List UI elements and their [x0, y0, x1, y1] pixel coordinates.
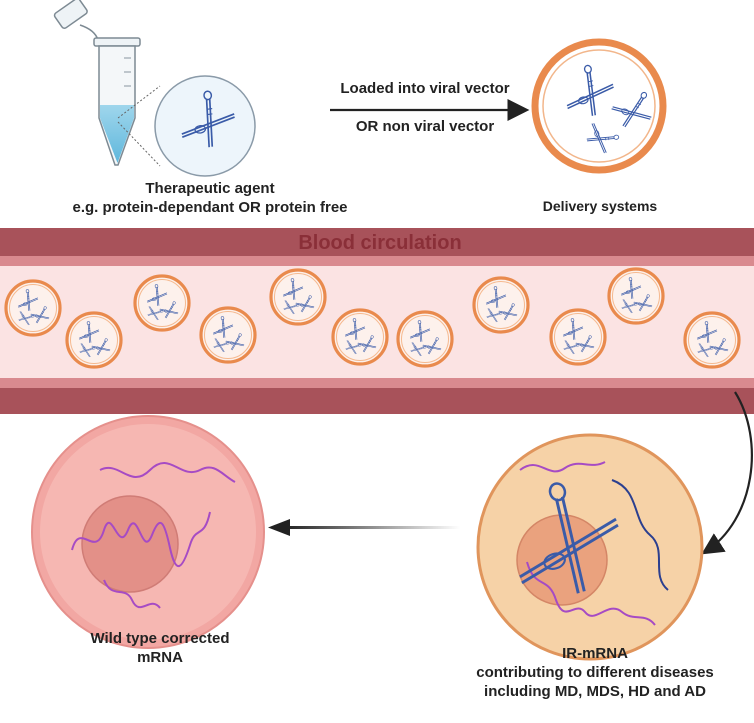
vesicle-icon: [135, 276, 189, 330]
delivery-vesicle: [531, 38, 667, 174]
zoom-circle: [154, 75, 256, 177]
vesicle-icon: [333, 310, 387, 364]
ir-mrna-line3: including MD, MDS, HD and AD: [484, 682, 706, 700]
vesicle-icon: [67, 313, 121, 367]
vesicle-icon: [398, 312, 452, 366]
wild-type-line2: mRNA: [137, 648, 183, 666]
vesicle-icon: [551, 310, 605, 364]
dark-strand: [611, 479, 669, 591]
ir-mrna-label: IR-mRNA contributing to different diseas…: [440, 645, 750, 701]
ir-mrna-line2: contributing to different diseases: [476, 663, 714, 681]
vesicle-icon: [201, 308, 255, 362]
ir-mrna-line1: IR-mRNA: [562, 645, 628, 662]
or-non-viral-label: OR non viral vector: [355, 118, 495, 135]
mrna-strand: [71, 511, 211, 567]
wild-type-line1: Wild type corrected: [90, 630, 230, 647]
arrow-left: [268, 519, 460, 536]
curved-arrow: [701, 391, 753, 555]
vesicle-icon: [685, 313, 739, 367]
ir-mrna-cell: [476, 433, 704, 661]
loaded-into-label: Loaded into viral vector: [340, 80, 510, 97]
delivery-systems-label: Delivery systems: [542, 198, 658, 214]
mrna-strand: [519, 461, 606, 473]
wild-type-cell: [31, 415, 265, 649]
therapeutic-agent-subtitle: e.g. protein-dependant OR protein free: [72, 198, 348, 216]
vesicle-icon: [609, 269, 663, 323]
vesicle-icon: [474, 278, 528, 332]
therapeutic-agent-label: Therapeutic agent e.g. protein-dependant…: [60, 180, 360, 218]
tube-icon: [53, 0, 141, 166]
zoom-lines: [117, 85, 161, 167]
therapeutic-agent-title: Therapeutic agent: [145, 180, 275, 197]
vesicle-icon: [271, 270, 325, 324]
vesicle-icon: [6, 281, 60, 335]
blood-circulation-label: Blood circulation: [298, 232, 462, 254]
wild-type-label: Wild type corrected mRNA: [30, 630, 290, 668]
